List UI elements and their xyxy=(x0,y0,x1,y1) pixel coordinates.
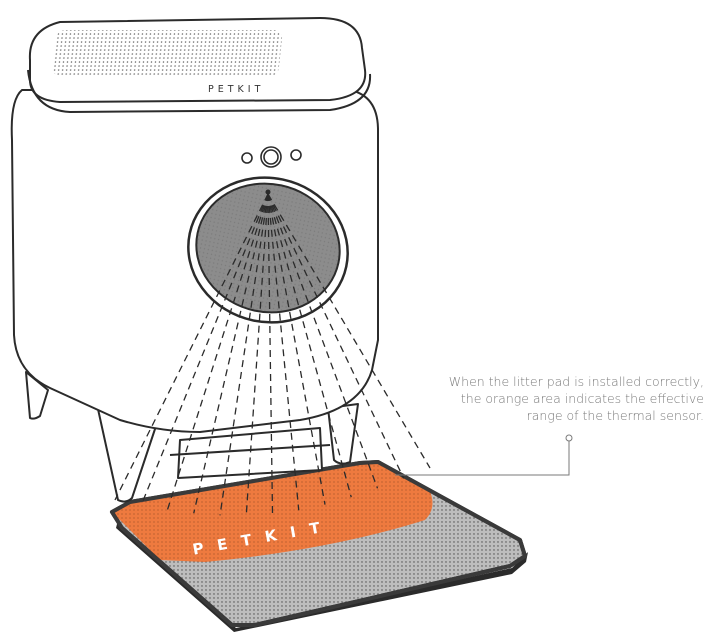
callout-text: When the litter pad is installed correct… xyxy=(420,373,704,424)
pad-rim xyxy=(110,460,527,627)
front-leg-left xyxy=(25,371,49,420)
callout-leader xyxy=(395,434,573,476)
sensor-beam-line xyxy=(245,193,269,516)
sensor-beam-line xyxy=(193,193,269,514)
callout-line-2: the orange area indicates the effective xyxy=(460,391,704,406)
sensor-zone-texture xyxy=(112,462,433,562)
indicator-light-icon xyxy=(290,149,302,161)
callout-line-3: range of the thermal sensor. xyxy=(526,408,704,423)
back-leg-right xyxy=(327,403,359,465)
sensor-beam-line xyxy=(267,193,300,511)
speaker-grille-icon xyxy=(52,30,283,76)
sensor-beam-line xyxy=(267,193,431,469)
sensor-beam-line xyxy=(114,193,269,501)
litter-pad: PETKIT xyxy=(110,460,528,632)
sensor-beam-line xyxy=(219,193,269,516)
thermal-sensor-icon xyxy=(265,189,271,195)
sensor-beam-line xyxy=(267,193,405,479)
sensor-beam-line xyxy=(267,193,379,489)
sensor-beam-line xyxy=(267,193,274,515)
sensor-beam-line xyxy=(267,193,352,498)
lid-brand-text: PETKIT xyxy=(208,84,264,95)
sensor-beams xyxy=(114,193,431,516)
sensor-beam-line xyxy=(166,193,269,510)
callout-line-1: When the litter pad is installed correct… xyxy=(448,374,704,389)
entrance-window xyxy=(187,176,349,324)
tray-opening xyxy=(177,427,323,479)
indicator-light-icon xyxy=(241,152,253,164)
sensor-beam-line xyxy=(267,193,326,505)
sensor-beam-line xyxy=(140,193,269,506)
control-panel xyxy=(241,146,302,168)
